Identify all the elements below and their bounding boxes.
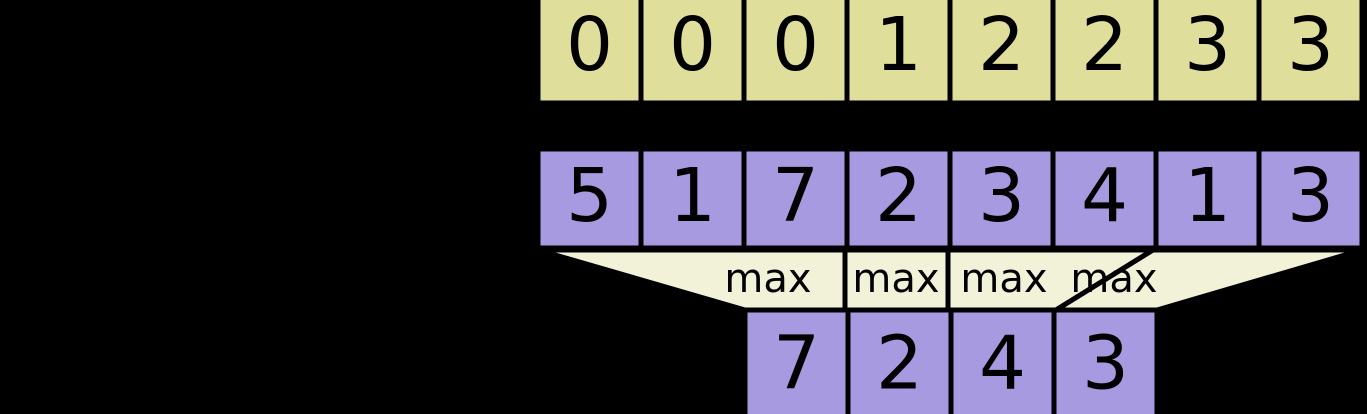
input-row-cell-value: 5 xyxy=(566,153,613,239)
output-row-cell xyxy=(1051,307,1160,414)
index-row-cell xyxy=(947,0,1056,106)
input-row-cell xyxy=(1256,146,1365,251)
index-row-cell xyxy=(638,0,747,106)
output-row-cell xyxy=(845,307,954,414)
output-row-cell-value: 7 xyxy=(773,321,820,407)
input-row-cell-value: 3 xyxy=(1287,153,1334,239)
index-row-cell-value: 3 xyxy=(1287,2,1334,88)
input-row-cell-value: 7 xyxy=(772,153,819,239)
index-row-cell-value: 0 xyxy=(669,2,716,88)
index-row-cell-value: 0 xyxy=(772,2,819,88)
input-row-cell-value: 4 xyxy=(1081,153,1128,239)
input-row-cell xyxy=(947,146,1056,251)
input-row-cell-value: 1 xyxy=(669,153,716,239)
max-connectors-group xyxy=(537,247,1363,313)
index-row-cell xyxy=(535,0,644,106)
output-row-cell-value: 4 xyxy=(979,321,1026,407)
index-row-cell xyxy=(1050,0,1159,106)
output-row-cell-value: 3 xyxy=(1082,321,1129,407)
max-group-1-label: max xyxy=(852,256,939,302)
index-row-cell-value: 1 xyxy=(875,2,922,88)
max-group-2-label: max xyxy=(960,256,1047,302)
output-row-cell xyxy=(948,307,1057,414)
index-row-cell xyxy=(1256,0,1365,106)
index-row-cell-value: 0 xyxy=(566,2,613,88)
input-row-cell-value: 2 xyxy=(875,153,922,239)
input-row-cell xyxy=(741,146,850,251)
input-row-cell-value: 1 xyxy=(1184,153,1231,239)
max-group-3-label: max xyxy=(1070,256,1157,302)
index-row-cell-value: 2 xyxy=(978,2,1025,88)
output-row-cell-value: 2 xyxy=(876,321,923,407)
output-row-cell xyxy=(742,307,851,414)
index-row-cell-value: 3 xyxy=(1184,2,1231,88)
index-row-cell-value: 2 xyxy=(1081,2,1128,88)
input-row-cell-value: 3 xyxy=(978,153,1025,239)
max-group-0-label: max xyxy=(724,256,811,302)
input-row-cell xyxy=(1050,146,1159,251)
